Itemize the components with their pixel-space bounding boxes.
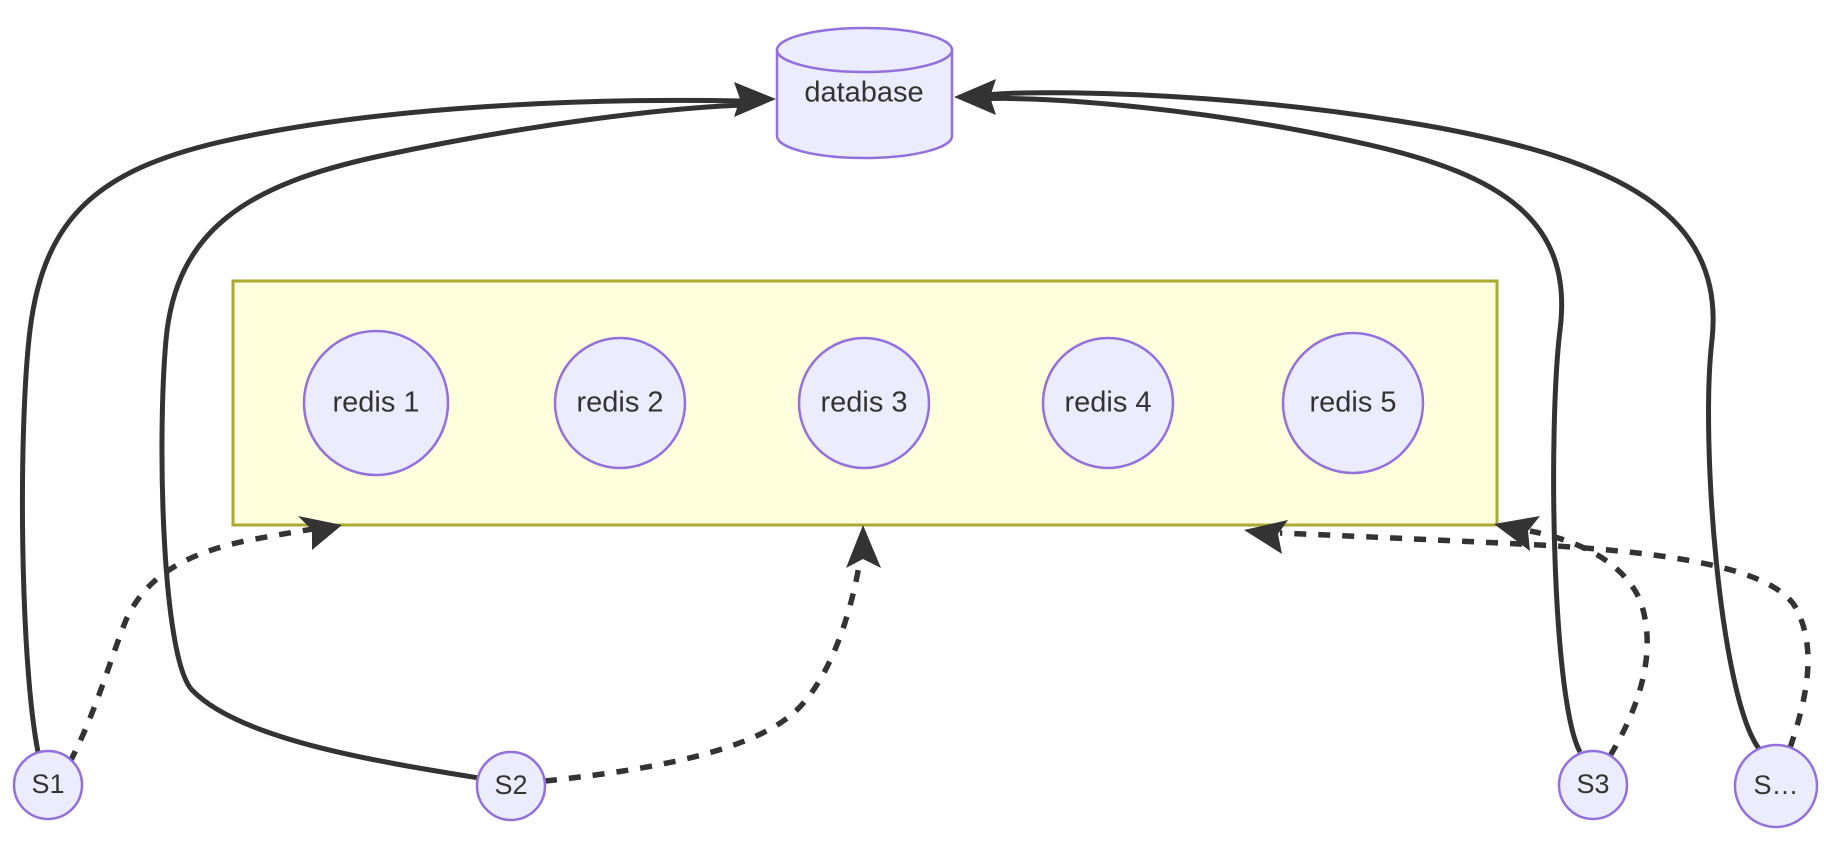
redis-3-circle[interactable] — [797, 336, 931, 470]
arrowhead-database-left — [734, 82, 776, 117]
node-redis-5[interactable]: redis 5 — [1281, 331, 1425, 475]
edge-s2-to-cluster — [544, 559, 863, 784]
edge-group-solid — [19, 79, 1762, 781]
arrowhead-cluster-from-s1 — [298, 516, 342, 550]
arrowhead-cluster-from-setc — [1244, 520, 1288, 554]
node-s-ellipsis[interactable]: S… — [1733, 743, 1819, 829]
edge-s3-to-database — [983, 95, 1583, 754]
edge-s1-to-database — [19, 97, 743, 753]
s3-circle[interactable] — [1557, 749, 1629, 821]
s1-circle[interactable] — [12, 749, 84, 821]
arrowhead-cluster-from-s2 — [846, 525, 881, 568]
database-cylinder-body[interactable] — [775, 48, 954, 160]
edge-s2-to-database — [159, 102, 746, 781]
node-s1[interactable]: S1 — [12, 749, 84, 821]
redis-5-circle[interactable] — [1281, 331, 1425, 475]
edge-group-dotted — [67, 516, 1811, 784]
edge-setc-to-database — [987, 90, 1762, 752]
s2-circle[interactable] — [475, 750, 547, 822]
redis-1-circle[interactable] — [302, 329, 450, 477]
node-redis-4[interactable]: redis 4 — [1041, 336, 1175, 470]
arrowhead-database-right — [954, 79, 996, 115]
node-s3[interactable]: S3 — [1557, 749, 1629, 821]
redis-2-circle[interactable] — [553, 336, 687, 470]
node-database[interactable]: database — [775, 26, 954, 160]
node-redis-1[interactable]: redis 1 — [302, 329, 450, 477]
s-ellipsis-circle[interactable] — [1733, 743, 1819, 829]
node-redis-2[interactable]: redis 2 — [553, 336, 687, 470]
edge-s3-to-cluster — [1529, 528, 1650, 758]
service-node-group: S1 S2 S3 S… — [12, 743, 1819, 829]
node-s2[interactable]: S2 — [475, 750, 547, 822]
node-redis-3[interactable]: redis 3 — [797, 336, 931, 470]
redis-4-circle[interactable] — [1041, 336, 1175, 470]
arrowhead-cluster-from-s3 — [1494, 516, 1540, 551]
edge-s1-to-cluster — [67, 525, 321, 764]
database-cylinder-top[interactable] — [775, 26, 954, 74]
